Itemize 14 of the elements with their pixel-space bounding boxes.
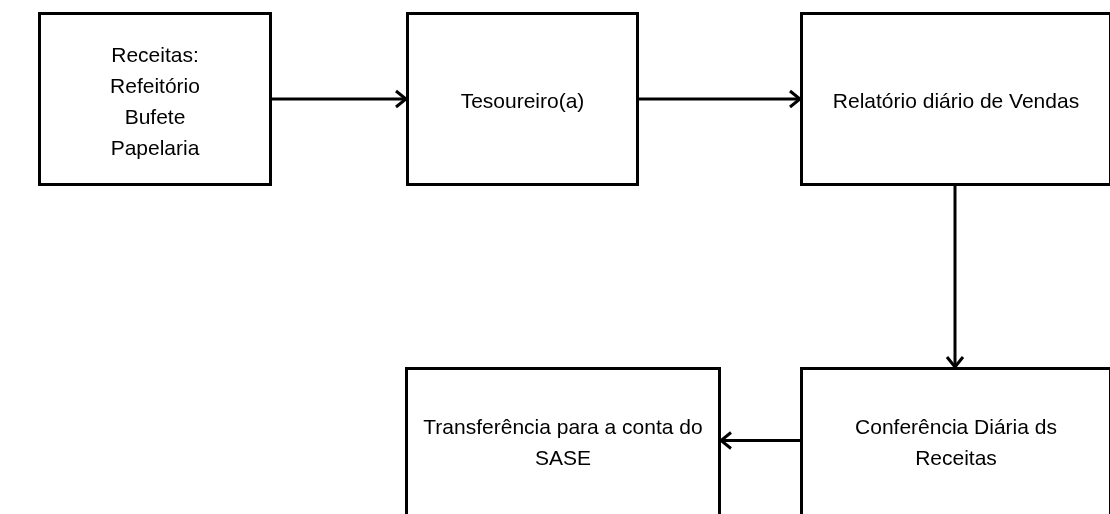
process-box (405, 367, 721, 514)
arrow (639, 89, 802, 109)
box-label: Tesoureiro(a) (459, 88, 586, 114)
box-label: Conferência Diária ds Receitas (854, 414, 1058, 471)
process-box (38, 12, 272, 186)
process-box (800, 12, 1110, 186)
box-label: Receitas: Refeitório Bufete Papelaria (109, 41, 201, 161)
process-box (800, 367, 1110, 514)
arrow (945, 186, 965, 369)
process-box (406, 12, 639, 186)
arrow (719, 431, 800, 450)
arrow (272, 89, 408, 109)
box-label: Transferência para a conta do SASE (422, 414, 704, 471)
box-label: Relatório diário de Vendas (831, 88, 1081, 114)
